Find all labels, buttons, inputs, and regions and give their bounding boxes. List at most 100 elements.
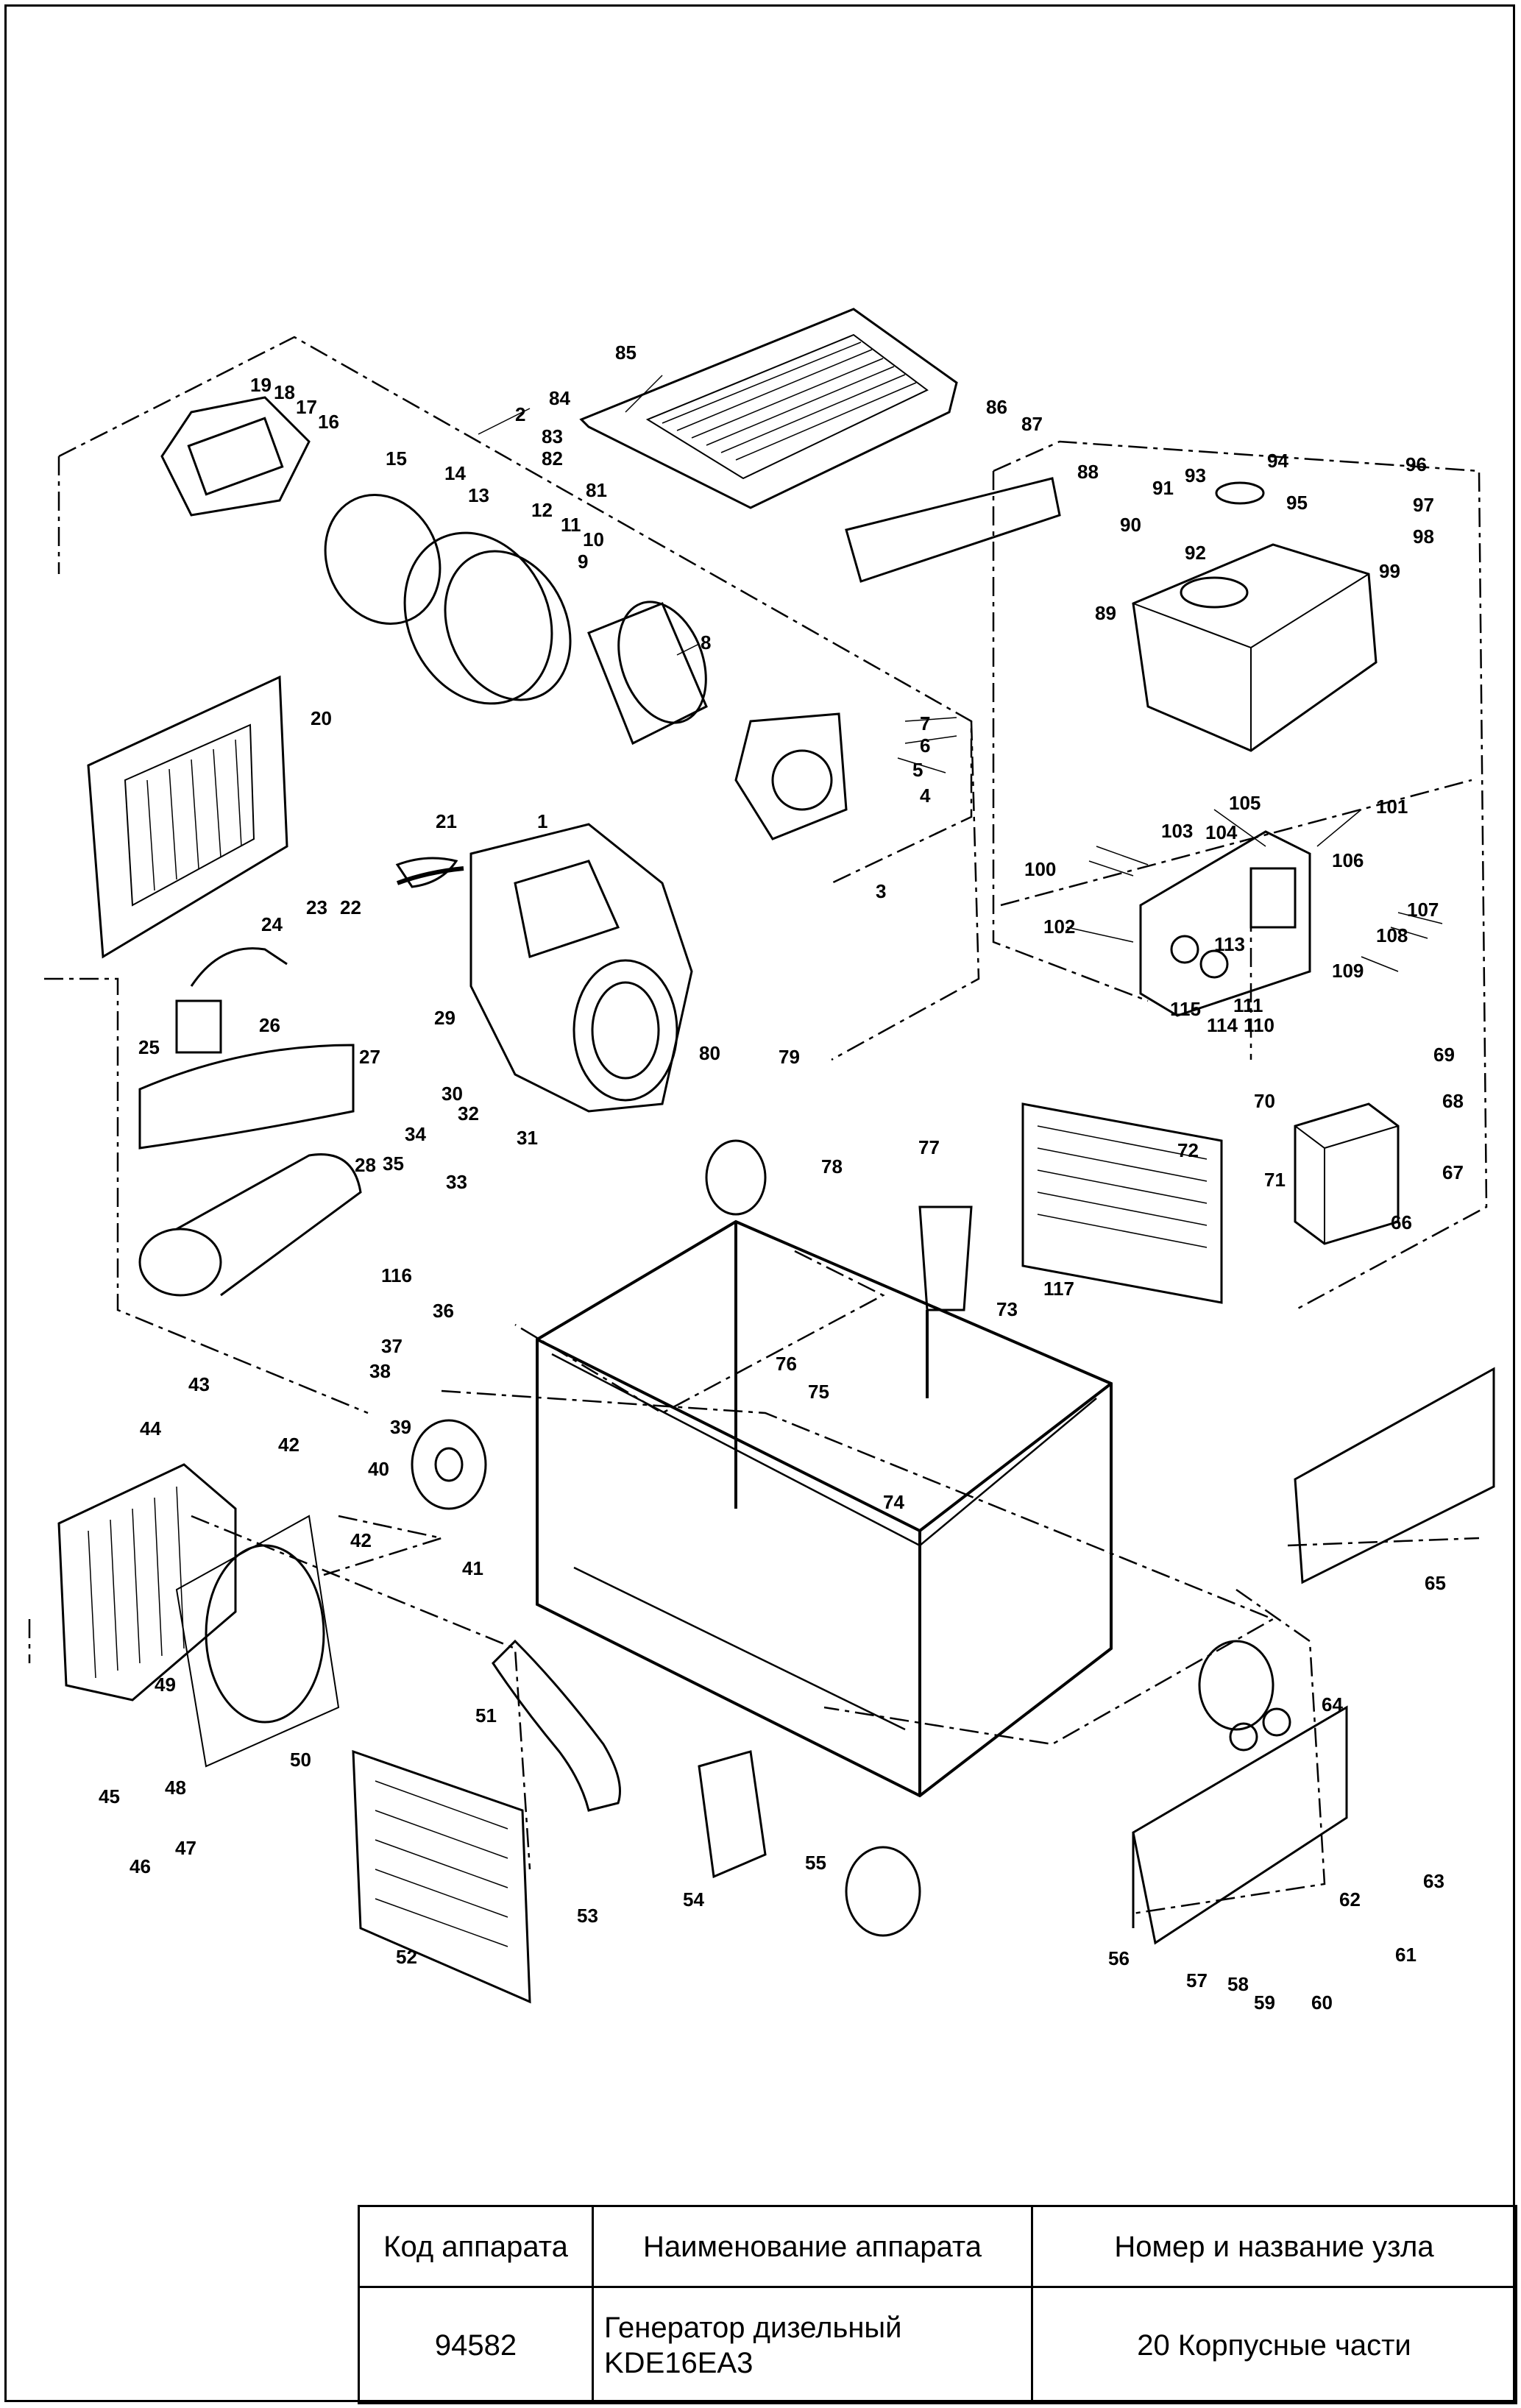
part-label: 75 (808, 1381, 829, 1403)
part-label: 110 (1244, 1014, 1274, 1036)
air-filter-54 (698, 1750, 767, 1879)
radiator-group (57, 1463, 340, 1768)
part-label: 113 (1214, 933, 1245, 955)
part-label: 34 (405, 1123, 426, 1145)
part-label: 76 (776, 1353, 797, 1375)
part-label: 44 (140, 1417, 161, 1440)
part-label: 33 (446, 1171, 467, 1193)
part-label: 18 (274, 381, 295, 403)
part-label: 101 (1376, 796, 1408, 818)
part-label: 7 (920, 712, 930, 734)
part-label: 49 (155, 1674, 176, 1696)
part-label: 11 (561, 514, 581, 536)
part-label: 32 (458, 1102, 479, 1125)
part-label: 93 (1185, 464, 1206, 486)
part-label: 48 (165, 1777, 186, 1799)
part-label: 64 (1322, 1693, 1343, 1715)
part-label: 117 (1043, 1278, 1074, 1300)
part-label: 84 (549, 387, 570, 409)
part-label: 10 (583, 528, 604, 550)
part-label: 8 (701, 631, 711, 654)
part-label: 37 (381, 1335, 403, 1357)
engine-1 (395, 823, 693, 1113)
part-number-labels: 1 2 3 4 5 6 7 8 9 10 11 12 13 14 15 16 1… (99, 341, 1464, 2014)
part-label: 28 (355, 1154, 376, 1176)
part-label: 91 (1152, 477, 1174, 499)
part-label: 58 (1227, 1973, 1249, 1995)
part-label: 59 (1254, 1991, 1275, 2014)
part-label: 107 (1407, 899, 1439, 921)
part-label: 78 (821, 1155, 843, 1178)
grille-72 (1021, 1102, 1223, 1304)
part-label: 5 (912, 759, 923, 781)
part-label: 2 (515, 403, 525, 425)
part-label: 36 (433, 1300, 454, 1322)
part-label: 30 (442, 1083, 463, 1105)
part-label: 54 (683, 1888, 704, 1911)
part-label: 3 (876, 880, 886, 902)
part-label: 87 (1021, 413, 1043, 435)
part-label: 29 (434, 1007, 455, 1029)
part-label: 94 (1267, 450, 1288, 472)
part-label: 97 (1413, 494, 1434, 516)
part-label: 47 (175, 1837, 196, 1859)
part-label: 57 (1186, 1969, 1208, 1991)
part-label: 88 (1077, 461, 1099, 483)
part-label: 98 (1413, 525, 1434, 548)
part-label: 39 (390, 1416, 411, 1438)
fuel-tank-99 (1132, 481, 1378, 752)
part-label: 12 (531, 499, 553, 521)
electrical-box-56 (1132, 1705, 1348, 1945)
device-name: Генератор дизельный KDE16EA3 (592, 2286, 1033, 2404)
part-label: 74 (883, 1491, 904, 1513)
part-label: 100 (1024, 858, 1056, 880)
device-name-line2: KDE16EA3 (604, 2346, 754, 2379)
header-device-name: Наименование аппарата (592, 2205, 1033, 2288)
part-label: 99 (1379, 560, 1400, 582)
part-label: 66 (1391, 1211, 1412, 1233)
part-label: 102 (1043, 916, 1075, 938)
node-name: 20 Корпусные части (1031, 2286, 1517, 2404)
header-node-name: Номер и название узла (1031, 2205, 1517, 2288)
part-label: 95 (1286, 492, 1308, 514)
part-label: 116 (381, 1264, 412, 1286)
part-label: 55 (805, 1852, 826, 1874)
hose-21 (396, 866, 464, 885)
control-panel (1139, 830, 1311, 1017)
part-label: 1 (537, 810, 547, 832)
part-label: 31 (517, 1127, 538, 1149)
part-label: 22 (340, 896, 361, 918)
part-label: 67 (1442, 1161, 1464, 1183)
main-frame (536, 1219, 1113, 1798)
part-label: 79 (779, 1046, 800, 1068)
part-label: 82 (542, 447, 563, 470)
part-label: 70 (1254, 1090, 1275, 1112)
part-label: 51 (475, 1704, 497, 1727)
grille-20 (87, 675, 288, 959)
part-label: 45 (99, 1785, 120, 1807)
part-label: 105 (1229, 792, 1261, 814)
group-outlines (28, 336, 1488, 1915)
part-label: 13 (468, 484, 489, 506)
part-label: 25 (138, 1036, 160, 1058)
bracket-88 (845, 477, 1061, 583)
part-label: 69 (1433, 1044, 1455, 1066)
part-label: 83 (542, 425, 563, 447)
alternator-group (160, 396, 848, 840)
part-label: 50 (290, 1749, 311, 1771)
part-label: 103 (1161, 820, 1193, 842)
part-label: 71 (1264, 1169, 1286, 1191)
part-label: 17 (296, 396, 317, 418)
part-label: 43 (188, 1373, 210, 1395)
part-label: 109 (1332, 960, 1364, 982)
part-label: 24 (261, 913, 283, 935)
part-label: 115 (1170, 998, 1201, 1020)
header-device-code: Код аппарата (358, 2205, 594, 2288)
part-label: 15 (386, 447, 407, 470)
grille-52 (352, 1749, 531, 2004)
part-label: 53 (577, 1905, 598, 1927)
part-label: 86 (986, 396, 1007, 418)
part-label: 56 (1108, 1947, 1130, 1969)
exhaust-group (138, 947, 362, 1297)
part-label: 72 (1177, 1139, 1199, 1161)
